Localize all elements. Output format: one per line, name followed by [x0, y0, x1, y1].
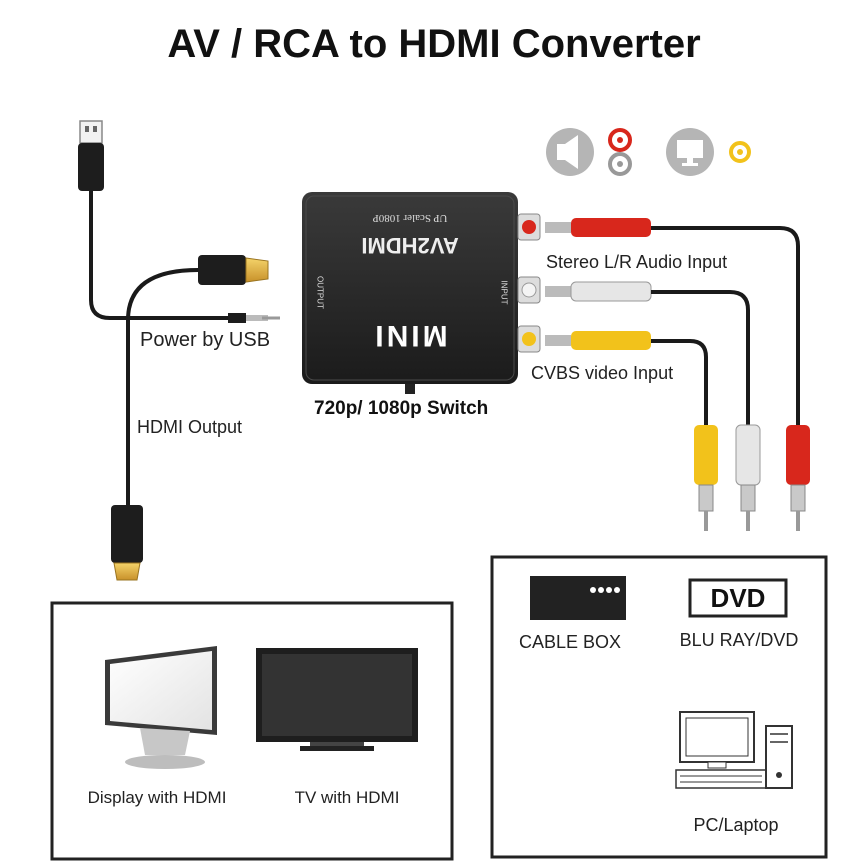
rca-audio-jack-icon [608, 128, 632, 176]
cvbs-input-label: CVBS video Input [531, 363, 674, 383]
rca-cables [545, 218, 810, 531]
tv-caption: TV with HDMI [294, 788, 400, 807]
device-brand-text: MINI [372, 319, 448, 352]
speaker-icon [546, 128, 594, 176]
output-devices-box [50, 601, 454, 861]
pc-icon [675, 711, 793, 789]
hdmi-display-icon [105, 646, 217, 769]
dvd-logo-text: DVD [710, 583, 766, 613]
bluray-caption: BLU RAY/DVD [679, 630, 799, 650]
usb-cable [78, 120, 280, 323]
dvd-logo-frame [688, 578, 788, 618]
hdmi-cable [111, 255, 269, 581]
output-port-label: OUTPUT [315, 276, 325, 309]
hdmi-output-label: HDMI Output [137, 417, 243, 437]
page-title: AV / RCA to HDMI Converter [167, 22, 701, 66]
switch-label: 720p/ 1080p Switch [314, 398, 489, 419]
input-port-label: INPUT [499, 280, 509, 305]
device-model-text: AV2HDMI [361, 233, 459, 258]
source-devices-box [490, 555, 828, 859]
monitor-icon [666, 128, 714, 176]
pc-caption: PC/Laptop [693, 815, 779, 835]
device-sub-text: UP Scaler 1080P [372, 212, 448, 224]
power-label: Power by USB [140, 329, 271, 351]
display-caption: Display with HDMI [87, 788, 227, 807]
cable-box-caption: CABLE BOX [518, 632, 622, 652]
tv-icon [256, 648, 418, 751]
cable-box-icon [530, 576, 626, 620]
stereo-input-label: Stereo L/R Audio Input [546, 252, 728, 272]
converter-device [302, 192, 541, 394]
rca-video-jack-icon [729, 141, 751, 163]
